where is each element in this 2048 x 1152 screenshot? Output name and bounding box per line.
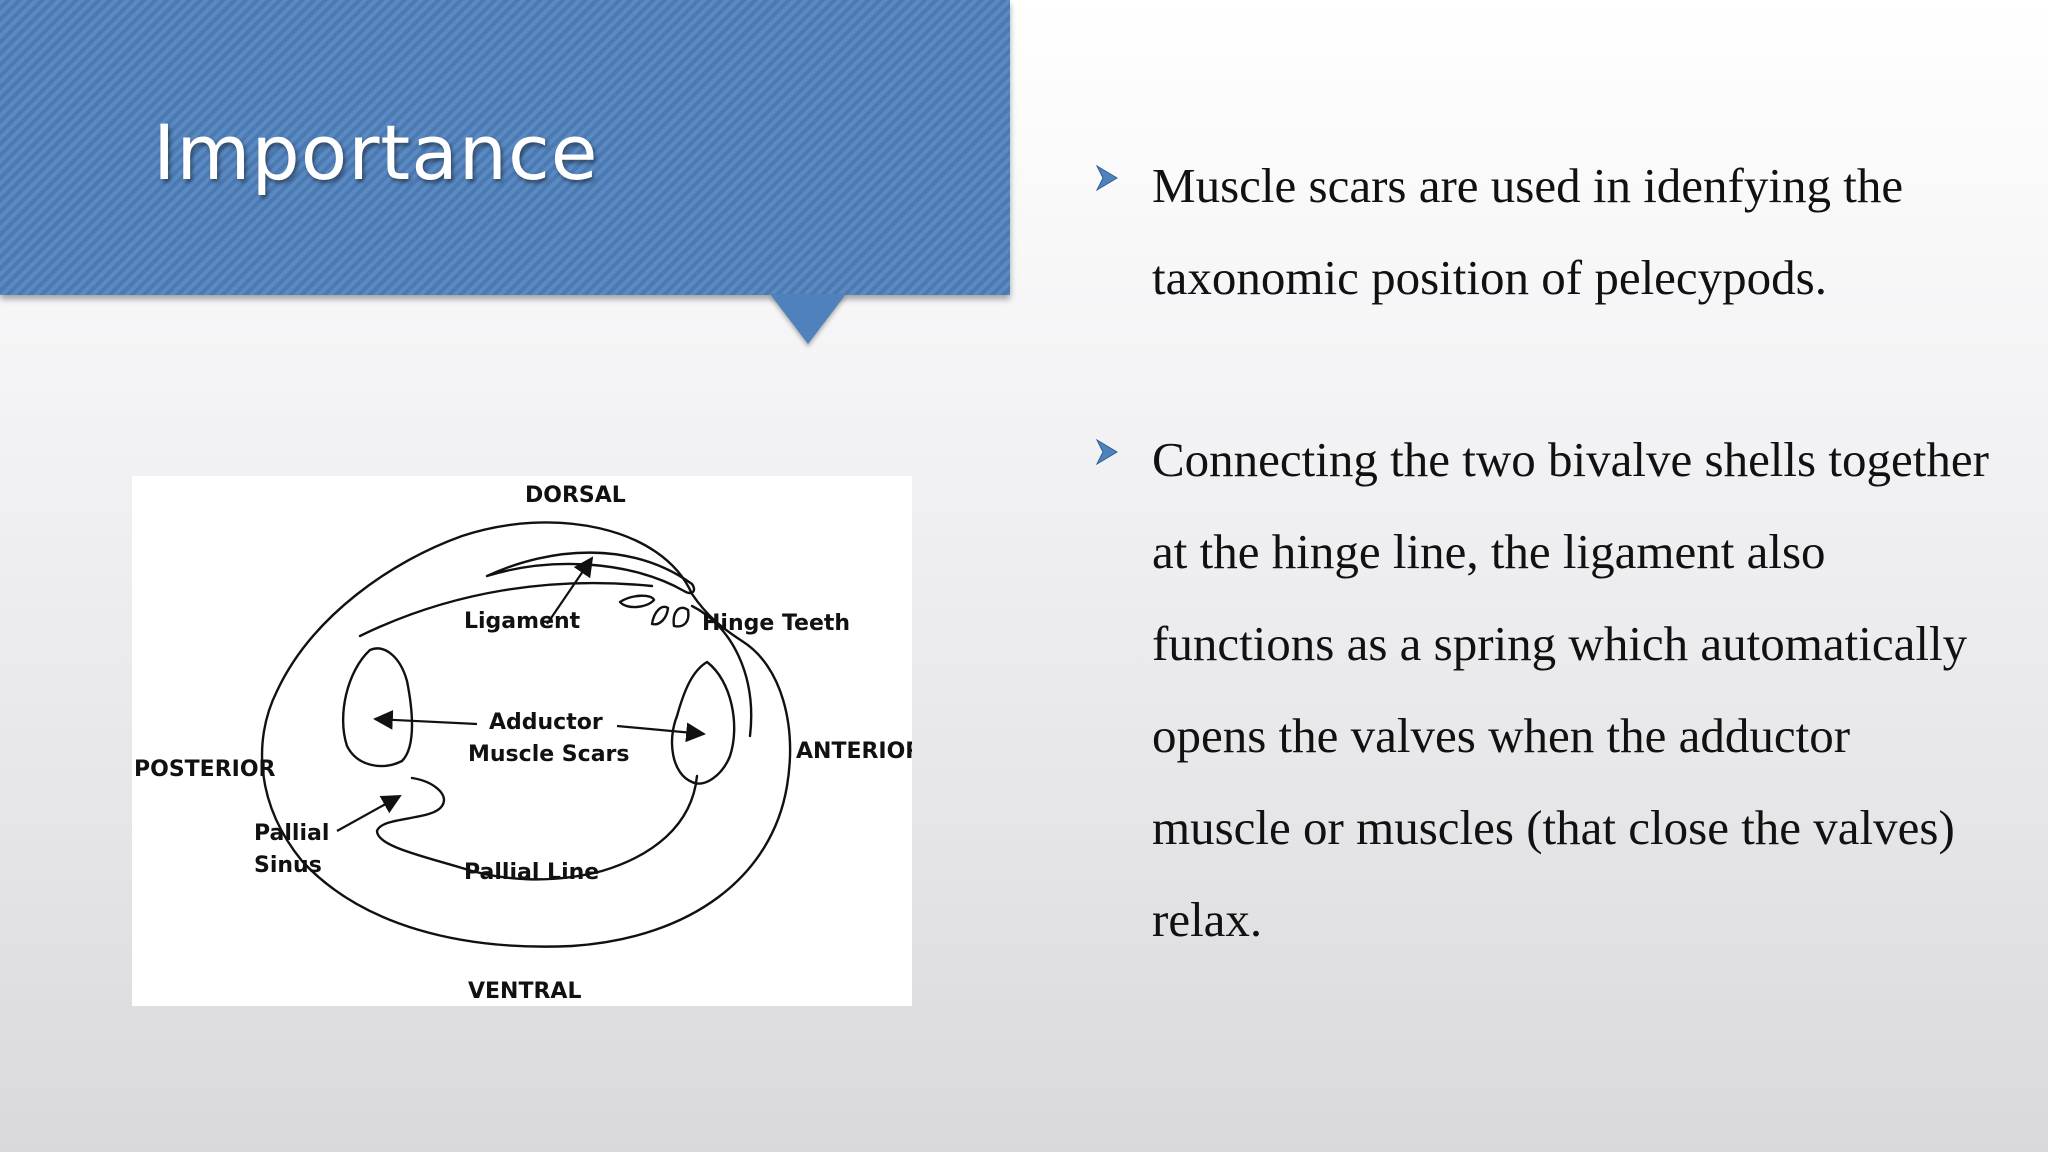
adductor-arrow-posterior <box>373 709 478 730</box>
hinge-tooth <box>672 606 690 628</box>
arrowhead-bullet-icon <box>1095 164 1118 192</box>
anterior-adductor-scar <box>670 660 736 785</box>
title-banner <box>0 0 1010 295</box>
posterior-adductor-scar <box>341 647 414 768</box>
bullet-item: Connecting the two bivalve shells togeth… <box>1095 414 1995 966</box>
pallial-sinus-arrow <box>336 795 402 832</box>
bullet-item: Muscle scars are used in idenfying the t… <box>1095 140 1995 324</box>
label-anterior: ANTERIOR <box>796 739 912 764</box>
label-pallial-line1: Pallial <box>254 821 329 846</box>
label-dorsal: DORSAL <box>525 483 626 508</box>
label-hinge-teeth: Hinge Teeth <box>702 611 850 636</box>
label-posterior: POSTERIOR <box>134 757 276 782</box>
ligament-arrow <box>546 556 594 625</box>
bullet-text: Muscle scars are used in idenfying the t… <box>1152 158 1904 305</box>
hinge-tooth <box>618 594 656 609</box>
label-ventral: VENTRAL <box>468 979 581 1004</box>
label-adductor-line2: Muscle Scars <box>468 742 630 767</box>
bullet-list: Muscle scars are used in idenfying the t… <box>1095 140 1995 966</box>
label-pallial-line2: Sinus <box>254 853 322 878</box>
title-banner-pointer <box>770 294 846 344</box>
bullet-text: Connecting the two bivalve shells togeth… <box>1152 432 1989 947</box>
adductor-arrow-anterior <box>616 722 706 743</box>
bivalve-shell-svg: DORSAL Ligament Hinge Teeth Adductor Mus… <box>134 483 912 1004</box>
bivalve-shell-diagram: DORSAL Ligament Hinge Teeth Adductor Mus… <box>132 476 912 1006</box>
slide-title: Importance <box>153 108 599 197</box>
hinge-tooth <box>650 605 670 626</box>
dorsal-inner-line <box>358 581 654 638</box>
label-ligament: Ligament <box>464 609 581 634</box>
label-pallial-line: Pallial Line <box>464 860 599 885</box>
label-adductor-line1: Adductor <box>489 710 603 735</box>
shell-outline <box>260 521 792 948</box>
anterior-inner-edge <box>690 604 753 738</box>
arrowhead-bullet-icon <box>1095 438 1118 466</box>
pallial-line <box>375 774 699 881</box>
